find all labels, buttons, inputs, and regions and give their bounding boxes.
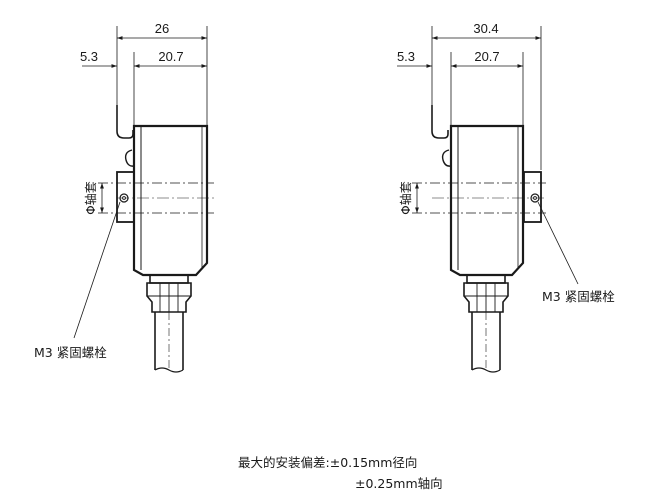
tolerance-radial: ±0.15mm径向 (329, 455, 418, 470)
cable-gland (146, 282, 192, 313)
bracket-tab (124, 149, 135, 167)
screw-label: M3 紧固螺栓 (542, 289, 615, 304)
right-view (397, 26, 579, 373)
screw-label: M3 紧固螺栓 (34, 345, 107, 360)
right-view-labels: 30.4 5.3 20.7 Φ轴套 M3 紧固螺栓 (397, 21, 615, 304)
mounting-bracket (116, 105, 134, 139)
cable-break (471, 367, 501, 373)
dim-body-label: 20.7 (474, 49, 499, 64)
shaft-clamp (523, 171, 542, 223)
dim-offset-label: 5.3 (80, 49, 98, 64)
cable-break (154, 367, 184, 373)
tolerance-note-axial: ±0.25mm轴向 (355, 473, 443, 492)
shaft-label: Φ轴套 (398, 181, 413, 214)
shaft-label: Φ轴套 (83, 181, 98, 214)
cable-gland-base (466, 274, 506, 284)
left-view-labels: 26 5.3 20.7 Φ轴套 M3 紧固螺栓 (34, 21, 184, 360)
mounting-bracket (431, 105, 449, 139)
tolerance-note: 最大的安装偏差:±0.15mm径向 (238, 452, 417, 471)
leader-line (537, 201, 579, 285)
dim-offset-label: 5.3 (397, 49, 415, 64)
leader-line (73, 201, 121, 339)
dim-body-label: 20.7 (158, 49, 183, 64)
bracket-tab (441, 149, 452, 167)
dim-overall-label: 26 (155, 21, 169, 36)
tolerance-axial: ±0.25mm轴向 (355, 476, 443, 491)
left-view (73, 26, 214, 373)
cable-gland-base (149, 274, 189, 284)
tolerance-prefix: 最大的安装偏差: (238, 455, 330, 470)
shaft-clamp (116, 171, 135, 223)
dim-overall-label: 30.4 (473, 21, 498, 36)
encoder-body (132, 124, 209, 277)
encoder-body (449, 124, 525, 277)
cable-gland (463, 282, 509, 313)
